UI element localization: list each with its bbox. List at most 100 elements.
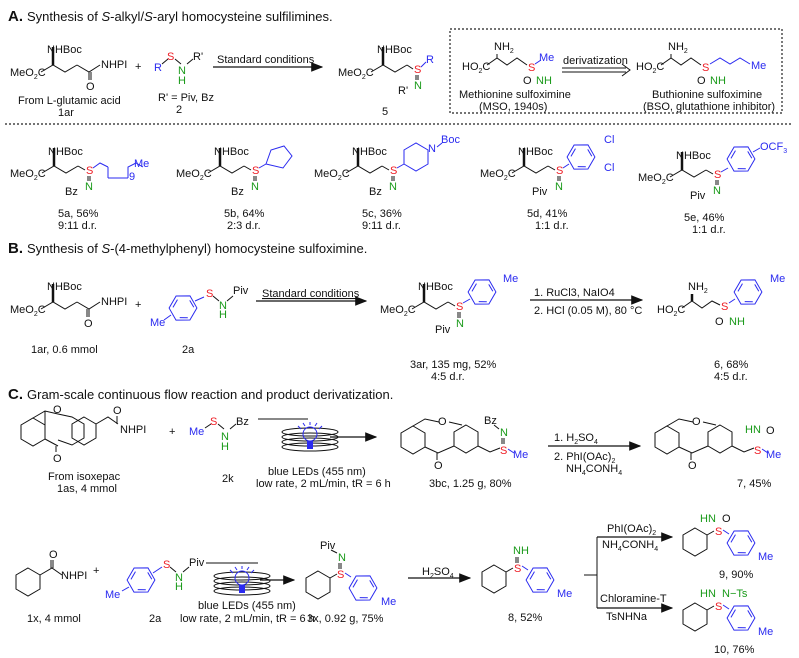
product-5b: NHBoc MeO2C S N Bz 5b, 64% 2:3 d.r. bbox=[176, 145, 293, 232]
flow-reactor-row1: blue LEDs (455 nm) low rate, 2 mL/min, t… bbox=[256, 418, 391, 490]
svg-text:S: S bbox=[715, 526, 722, 538]
svg-text:MeO2C: MeO2C bbox=[176, 168, 212, 182]
svg-text:HO2C: HO2C bbox=[462, 61, 490, 75]
caption-2-substituents: R' = Piv, Bz bbox=[158, 92, 214, 104]
caption-2a-b: 2a bbox=[182, 344, 195, 356]
svg-text:NHBoc: NHBoc bbox=[676, 150, 711, 162]
svg-text:N: N bbox=[221, 431, 229, 443]
svg-text:HO2C: HO2C bbox=[657, 304, 685, 318]
svg-text:N: N bbox=[389, 181, 397, 193]
dr-3ar: 4:5 d.r. bbox=[431, 371, 465, 383]
svg-text:NH2: NH2 bbox=[688, 281, 708, 295]
svg-text:2. PhI(OAc)2: 2. PhI(OAc)2 bbox=[554, 451, 615, 465]
product-5d: NHBoc MeO2C S Cl Cl N Piv 5d, 41% 1:1 d.… bbox=[480, 134, 614, 232]
arrow-b2-step2: 2. HCl (0.05 M), 80 °C bbox=[534, 305, 642, 317]
svg-text:NH: NH bbox=[710, 75, 726, 87]
arrow-b1-conditions: Standard conditions bbox=[262, 288, 360, 300]
section-c: C. Gram-scale continuous flow reaction a… bbox=[8, 386, 781, 656]
derivatization-label: derivatization bbox=[563, 55, 628, 67]
compound-1ar-b: NHBoc MeO2C O NHPI 1ar, 0.6 mmol bbox=[10, 281, 127, 356]
svg-text:O: O bbox=[697, 75, 706, 87]
svg-text:Me: Me bbox=[557, 588, 572, 600]
svg-text:MeO2C: MeO2C bbox=[480, 168, 516, 182]
compound-3x: S Me N Piv 3x, 0.92 g, 75% bbox=[305, 540, 396, 625]
dr-5e: 1:1 d.r. bbox=[692, 224, 726, 236]
svg-text:O: O bbox=[53, 404, 62, 416]
svg-text:NH4CONH4: NH4CONH4 bbox=[602, 539, 658, 553]
caption-1ar: 1ar bbox=[58, 107, 74, 119]
svg-text:N: N bbox=[175, 572, 183, 584]
plus-sign: + bbox=[135, 61, 141, 73]
svg-text:N: N bbox=[85, 181, 93, 193]
svg-text:S: S bbox=[500, 445, 507, 457]
svg-text:Me: Me bbox=[766, 449, 781, 461]
svg-text:+: + bbox=[93, 565, 99, 577]
caption-7: 7, 45% bbox=[737, 478, 771, 490]
svg-text:O: O bbox=[722, 513, 731, 525]
svg-text:MeO2C: MeO2C bbox=[10, 304, 46, 318]
svg-text:H: H bbox=[219, 309, 227, 321]
caption-1x: 1x, 4 mmol bbox=[27, 613, 81, 625]
svg-text:Me: Me bbox=[539, 52, 554, 64]
svg-text:S: S bbox=[163, 559, 170, 571]
svg-text:+: + bbox=[135, 299, 141, 311]
flow-reactor-row2: blue LEDs (455 nm) low rate, 2 mL/min, t… bbox=[180, 562, 315, 625]
svg-text:S: S bbox=[714, 169, 721, 181]
flow1-light: blue LEDs (455 nm) bbox=[268, 466, 366, 478]
svg-text:NHBoc: NHBoc bbox=[518, 146, 553, 158]
product-5a: NHBoc MeO2C S 9 Me N Bz 5a, 56% 9:11 d.r… bbox=[10, 146, 149, 232]
svg-text:O: O bbox=[86, 81, 95, 93]
svg-text:Me: Me bbox=[105, 589, 120, 601]
yield-5d: 5d, 41% bbox=[527, 208, 568, 220]
svg-text:S: S bbox=[414, 64, 421, 76]
svg-text:NH4CONH4: NH4CONH4 bbox=[566, 463, 622, 477]
svg-text:S: S bbox=[390, 165, 397, 177]
svg-text:N: N bbox=[428, 143, 436, 155]
svg-text:NHBoc: NHBoc bbox=[47, 281, 82, 293]
svg-text:H2SO4: H2SO4 bbox=[422, 566, 454, 580]
svg-text:R': R' bbox=[398, 85, 408, 97]
svg-text:O: O bbox=[438, 416, 447, 428]
svg-text:N: N bbox=[251, 181, 259, 193]
svg-text:Me: Me bbox=[381, 596, 396, 608]
svg-text:Piv: Piv bbox=[233, 285, 249, 297]
svg-text:MeO2C: MeO2C bbox=[338, 67, 374, 81]
caption-10: 10, 76% bbox=[714, 644, 755, 656]
section-c-letter: C. bbox=[8, 386, 23, 403]
svg-text:Piv: Piv bbox=[320, 540, 336, 552]
svg-text:Me: Me bbox=[150, 317, 165, 329]
svg-text:S: S bbox=[86, 165, 93, 177]
caption-1as-source: From isoxepac bbox=[48, 471, 121, 483]
svg-text:S: S bbox=[514, 563, 521, 575]
svg-text:S: S bbox=[528, 62, 535, 74]
compound-2a-c: Me S N H Piv 2a bbox=[105, 557, 205, 625]
derivatization-arrow bbox=[562, 63, 631, 77]
svg-text:O: O bbox=[688, 460, 697, 472]
svg-text:Boc: Boc bbox=[441, 134, 460, 146]
tsnhna-label: TsNHNa bbox=[606, 611, 648, 623]
section-b-letter: B. bbox=[8, 240, 23, 257]
svg-text:Piv: Piv bbox=[532, 186, 548, 198]
compound-2a-b: Me S N H Piv 2a bbox=[150, 285, 249, 356]
svg-text:MeO2C: MeO2C bbox=[314, 168, 350, 182]
caption-3x: 3x, 0.92 g, 75% bbox=[307, 613, 384, 625]
compound-7: O O S Me HN O 7, 45% bbox=[654, 416, 781, 490]
caption-1ar-b: 1ar, 0.6 mmol bbox=[31, 344, 98, 356]
svg-text:Piv: Piv bbox=[435, 324, 451, 336]
svg-text:N: N bbox=[338, 552, 346, 564]
svg-text:N−Ts: N−Ts bbox=[722, 588, 748, 600]
svg-text:Bz: Bz bbox=[65, 186, 78, 198]
section-b-title: Synthesis of S-(4-methylphenyl) homocyst… bbox=[27, 241, 367, 256]
svg-text:S: S bbox=[721, 301, 728, 313]
compound-8: S Me NH 8, 52% bbox=[481, 545, 572, 624]
svg-text:NHPI: NHPI bbox=[120, 424, 146, 436]
caption-5: 5 bbox=[382, 106, 388, 118]
svg-text:H: H bbox=[221, 441, 229, 453]
svg-text:MeO2C: MeO2C bbox=[638, 172, 674, 186]
svg-text:N: N bbox=[500, 427, 508, 439]
bso-name: Buthionine sulfoximine bbox=[652, 89, 762, 101]
svg-text:R': R' bbox=[193, 51, 203, 63]
caption-2a-c: 2a bbox=[149, 613, 162, 625]
svg-text:Me: Me bbox=[758, 551, 773, 563]
compound-1x: O NHPI 1x, 4 mmol bbox=[15, 549, 87, 625]
